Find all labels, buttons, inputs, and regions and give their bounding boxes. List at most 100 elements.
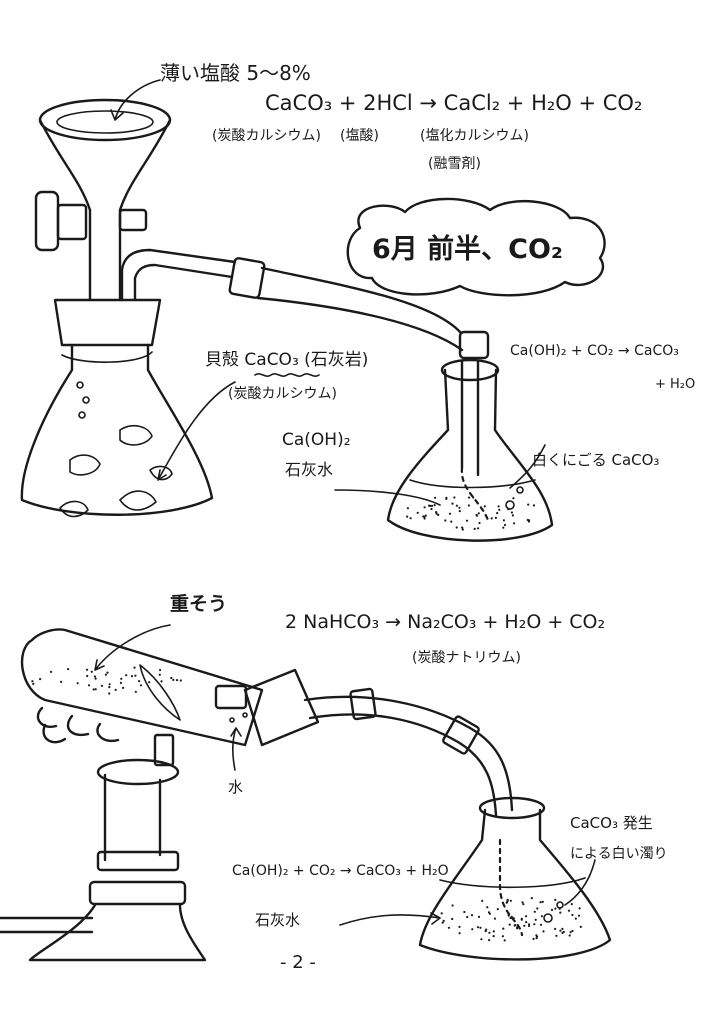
precipitate-bottom-dot (567, 909, 571, 912)
precipitate-bottom-dot (561, 927, 564, 931)
precipitate-top-dot (409, 517, 412, 520)
precipitate-bottom-dot (534, 918, 537, 921)
name-cacl2: (塩化カルシウム) (420, 128, 529, 144)
precipitate-bottom-dot (578, 907, 581, 910)
arrows-bottom (94, 624, 596, 926)
precipitate-top-dot (445, 496, 448, 499)
soda-powder-dot (120, 677, 123, 680)
precipitate-bottom-dot (485, 928, 488, 931)
precipitate-bottom-dot (451, 917, 454, 921)
precipitate-top-dot (473, 527, 476, 531)
precipitate-bottom-dot (440, 912, 443, 915)
precipitate-bottom (440, 897, 582, 942)
soda-powder-dot (134, 690, 137, 693)
cloud-banner (346, 197, 606, 297)
precipitate-bottom-dot (532, 937, 535, 941)
precipitate-bottom-dot (512, 917, 515, 920)
bubbles-top (76, 381, 524, 510)
precipitate-top-dot (430, 504, 434, 507)
precipitate-bottom-dot (481, 899, 484, 903)
soda-powder-dot (94, 688, 97, 691)
precipitate-bottom-dot (502, 927, 505, 930)
soda-powder-dot (139, 684, 143, 687)
soda-powder-dot (92, 688, 95, 691)
precipitate-bottom-dot (508, 923, 511, 926)
precipitate-bottom-dot (535, 937, 538, 940)
soda-powder-dot (108, 692, 111, 695)
precipitate-bottom-dot (501, 935, 504, 938)
precipitate-top (406, 496, 536, 531)
bottom-equation: 2 NaHCO₃ → Na₂CO₃ + H₂O + CO₂ (285, 611, 605, 633)
soda-powder-dot (130, 675, 134, 678)
soda-powder (31, 666, 182, 695)
soda-powder-dot (114, 688, 117, 692)
precipitate-top-dot (532, 504, 536, 507)
precipitate-top-dot (490, 517, 493, 520)
precipitate-bottom-dot (525, 921, 528, 924)
left-flask (20, 298, 214, 516)
soda-powder-dot (76, 682, 79, 685)
precipitate-bottom-dot (528, 923, 531, 926)
precipitate-top-dot (496, 511, 499, 515)
shell-underline (254, 373, 320, 377)
precipitate-bottom-dot (493, 917, 497, 920)
precipitate-top-dot (527, 520, 531, 523)
soda-powder-dot (86, 668, 89, 671)
shell-name: (炭酸カルシウム) (228, 386, 337, 402)
precipitate-bottom-dot (492, 930, 495, 933)
soda-powder-dot (119, 681, 122, 685)
precipitate-top-dot (477, 527, 480, 530)
precipitate-top-dot (494, 516, 497, 520)
precipitate-bottom-dot (442, 919, 445, 923)
precipitate-top-dot (483, 505, 486, 508)
precipitate-bottom-dot (488, 939, 491, 942)
soda-powder-dot (93, 675, 96, 678)
precipitate-bottom-dot (451, 904, 454, 907)
stopper-bottom (214, 668, 320, 747)
soda-powder-dot (179, 679, 182, 682)
precipitate-bottom-dot (486, 906, 489, 909)
precipitate-top-dot (458, 510, 461, 513)
precipitate-top-dot (465, 519, 469, 522)
precipitate-top-dot (453, 496, 456, 499)
precipitate-bottom-dot (550, 908, 554, 912)
soda-powder-dot (175, 679, 179, 682)
soda-powder-dot (133, 666, 136, 669)
precipitate-bottom-dot (510, 915, 513, 918)
hand (36, 706, 120, 744)
soda-powder-dot (60, 680, 63, 684)
precipitate-bottom-dot (520, 917, 523, 921)
name-caco3: (炭酸カルシウム) (212, 128, 321, 144)
precipitate-top-dot (507, 508, 510, 511)
precipitate-top-dot (472, 496, 475, 499)
precipitate-bottom-dot (506, 898, 509, 901)
precipitate-top-dot (511, 514, 514, 517)
precipitate-bottom-dot (509, 899, 512, 902)
name-na2co3: (炭酸ナトリウム) (412, 650, 521, 666)
precipitate-bottom-dot (554, 927, 557, 931)
precipitate-top-dot (461, 526, 464, 529)
precipitate-bottom-dot (570, 903, 573, 906)
soda-powder-dot (100, 684, 103, 687)
burner-stand (0, 733, 207, 962)
limewater-label: 石灰水 (285, 460, 333, 479)
precipitate-top-dot (437, 513, 440, 517)
precipitate-top-dot (423, 517, 426, 520)
precipitate-bottom-dot (507, 914, 510, 917)
precipitate-bottom-dot (533, 910, 536, 913)
precipitate-bottom-dot (522, 903, 525, 906)
precipitate-bottom-dot (558, 907, 561, 910)
precipitate-bottom-dot (536, 907, 539, 910)
precipitate-bottom-dot (569, 931, 572, 934)
soda-powder-dot (148, 681, 151, 684)
precipitate-bottom-dot (488, 912, 491, 915)
precipitate-top-dot (424, 514, 427, 517)
precipitate-bottom-dot (505, 901, 508, 904)
generation-line2: による白い濁り (570, 846, 668, 862)
soda-powder-dot (158, 673, 161, 676)
name-hcl: (塩酸) (340, 128, 379, 144)
precipitate-bottom-dot (571, 913, 574, 917)
precipitate-bottom-dot (458, 925, 461, 929)
precipitate-top-dot (468, 496, 471, 499)
precipitate-top-dot (423, 506, 426, 509)
